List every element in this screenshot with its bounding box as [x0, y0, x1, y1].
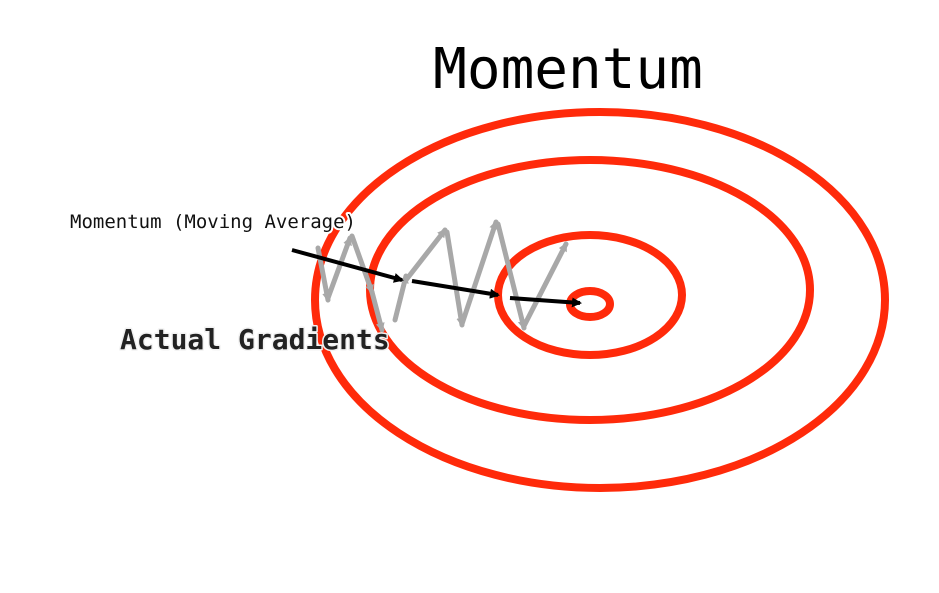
actual-gradients-label: Actual Gradients — [120, 323, 390, 356]
gradient-arrow — [521, 241, 569, 329]
gradient-arrow — [325, 235, 353, 301]
gradient-arrows — [315, 219, 569, 333]
diagram-title: Momentum — [433, 37, 703, 102]
momentum-arrow — [509, 296, 582, 308]
contour-rings — [311, 108, 889, 492]
contour-ring-outer — [311, 108, 889, 492]
gradient-arrow — [444, 229, 466, 328]
gradient-arrow — [369, 289, 385, 333]
momentum-moving-average-label: Momentum (Moving Average) — [70, 211, 356, 233]
momentum-arrows — [291, 248, 582, 308]
momentum-arrow — [411, 279, 500, 299]
gradient-arrow — [495, 221, 527, 331]
gradient-arrow — [459, 219, 499, 327]
gradient-arrow — [349, 233, 375, 295]
momentum-arrow — [291, 248, 404, 283]
gradient-arrow — [392, 273, 409, 323]
gradient-arrow — [403, 227, 448, 283]
